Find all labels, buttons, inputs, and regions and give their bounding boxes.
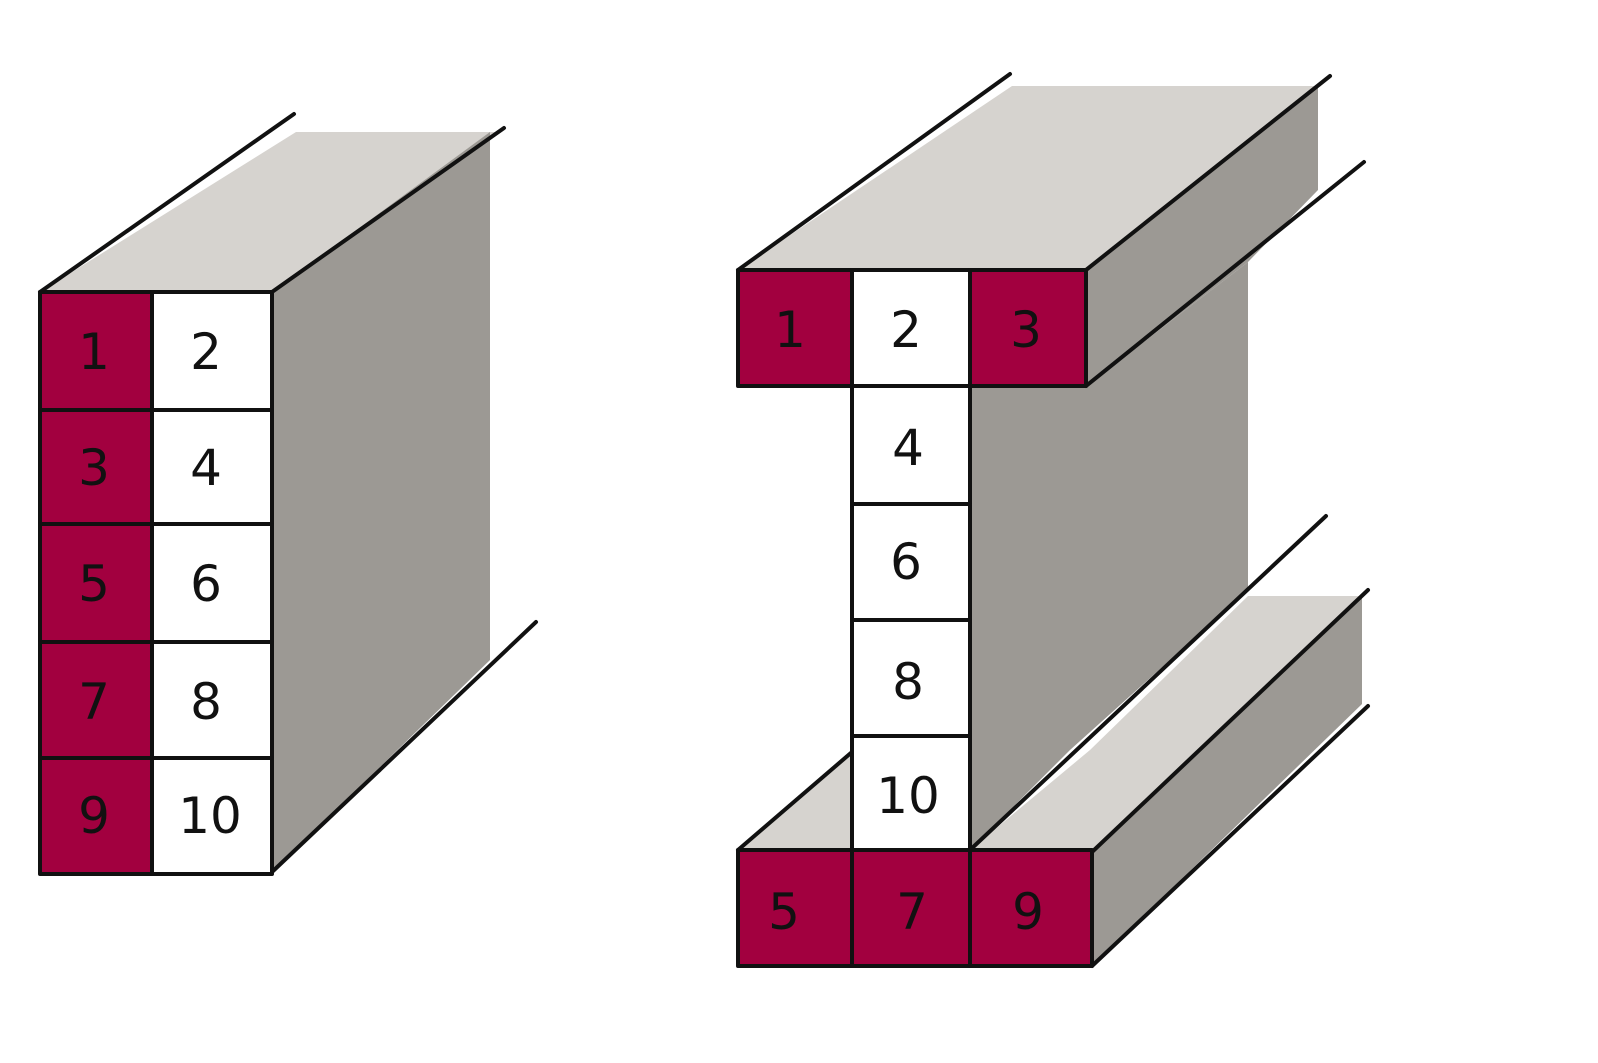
i-beam-edge (1090, 704, 1370, 968)
web-cell (850, 384, 972, 506)
i-beam-web-side-face (970, 262, 1248, 850)
i-beam-edge (736, 72, 1012, 272)
rect-cell (150, 756, 274, 876)
top-flange-cell (968, 268, 1088, 388)
rect-beam-edge-bottom-right (270, 620, 538, 874)
rect-cell (150, 522, 274, 644)
i-beam-edge (736, 750, 854, 852)
top-flange-label: 1 (774, 301, 806, 359)
top-flange-label: 3 (1010, 301, 1042, 359)
rect-cell (38, 408, 154, 526)
rect-cell-label: 2 (190, 323, 222, 381)
rect-beam-edge-top-right (270, 126, 506, 294)
rect-beam-top-face (40, 132, 500, 292)
i-beam-top-flange-top-face (738, 86, 1318, 270)
rect-cell (38, 522, 154, 644)
i-beam: 1 2 3 4 6 8 10 5 7 9 (736, 72, 1370, 968)
i-beam-edge (1084, 74, 1332, 272)
rect-cell-label: 8 (190, 673, 222, 731)
rectangular-beam: 1 2 3 4 5 6 7 8 9 10 (38, 112, 538, 876)
rect-cell-label: 1 (78, 323, 110, 381)
i-beam-bottom-flange-top-face-right (970, 596, 1364, 852)
i-beam-labels: 1 2 3 4 6 8 10 5 7 9 (768, 301, 1044, 941)
i-beam-edge (968, 514, 1328, 852)
bottom-flange-label: 5 (768, 883, 800, 941)
rect-cell-label: 7 (78, 673, 110, 731)
rect-beam-labels: 1 2 3 4 5 6 7 8 9 10 (78, 323, 242, 845)
web-label: 6 (890, 533, 922, 591)
i-beam-cross-section (736, 268, 1094, 968)
rect-cell-label: 6 (190, 555, 222, 613)
i-beam-top-flange-side-face (1086, 86, 1318, 386)
web-label: 8 (892, 653, 924, 711)
bottom-flange-cell (736, 848, 854, 968)
top-flange-label: 2 (890, 301, 922, 359)
rect-cell-label: 4 (190, 439, 222, 497)
web-label: 10 (876, 767, 940, 825)
rect-cell (38, 640, 154, 760)
rect-beam-cross-section (38, 290, 274, 876)
rect-cell (150, 640, 274, 760)
web-label: 4 (892, 419, 924, 477)
rect-beam-edge-top-left (38, 112, 296, 294)
bottom-flange-cell (968, 848, 1094, 968)
rect-cell (150, 290, 274, 412)
i-beam-edge (1090, 588, 1370, 854)
web-cell (850, 502, 972, 622)
rect-cell (38, 756, 154, 876)
bottom-flange-cell (850, 848, 972, 968)
i-beam-edge (1084, 160, 1366, 388)
bottom-flange-label: 9 (1012, 883, 1044, 941)
i-beam-bottom-flange-side-face (1092, 598, 1362, 966)
rect-cell-label: 3 (78, 439, 110, 497)
bottom-flange-label: 7 (896, 883, 928, 941)
web-cell (850, 734, 972, 852)
rect-beam-side-face (272, 132, 490, 872)
rect-cell-label: 5 (78, 555, 110, 613)
rect-cell-label: 9 (78, 787, 110, 845)
rect-cell-label: 10 (178, 787, 242, 845)
